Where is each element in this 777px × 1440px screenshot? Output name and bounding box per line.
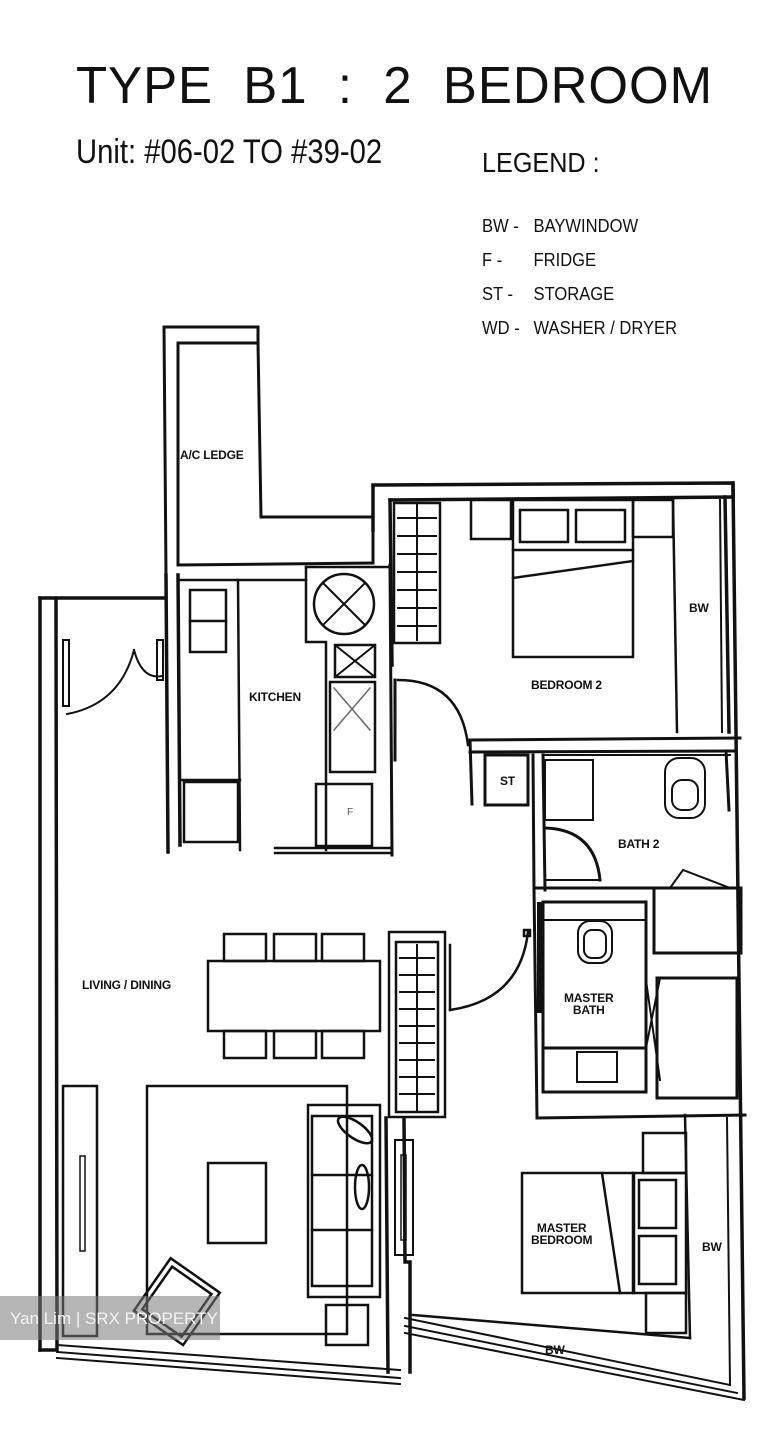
legend-abbr: WD - bbox=[482, 318, 520, 338]
label-ac-ledge: A/C LEDGE bbox=[180, 448, 244, 462]
entrance-door bbox=[62, 639, 164, 716]
living-window-line bbox=[55, 1316, 746, 1402]
plan-title: TYPE B1 : 2 BEDROOM bbox=[76, 57, 714, 115]
label-master-bedroom-line2: BEDROOM bbox=[531, 1233, 593, 1247]
label-bath-2: BATH 2 bbox=[618, 837, 660, 851]
unit-range: Unit: #06-02 TO #39-02 bbox=[76, 133, 383, 171]
label-bedroom-2-bw: BW bbox=[689, 601, 709, 615]
ac-ledge bbox=[162, 325, 375, 577]
label-kitchen: KITCHEN bbox=[249, 690, 301, 704]
legend-abbr: ST - bbox=[482, 284, 513, 304]
label-master-bw-bottom: BW bbox=[545, 1343, 565, 1357]
kitchen bbox=[178, 565, 392, 855]
legend-title: LEGEND : bbox=[482, 147, 600, 178]
legend-meaning: STORAGE bbox=[533, 284, 615, 304]
watermark-text: Yan Lim | SRX PROPERTY bbox=[10, 1309, 218, 1328]
legend-item-f: F - FRIDGE bbox=[482, 250, 596, 271]
legend-item-wd: WD - WASHER / DRYER bbox=[482, 318, 677, 339]
legend-meaning: WASHER / DRYER bbox=[533, 318, 678, 338]
legend-abbr: F - bbox=[482, 250, 503, 270]
kitchen-bedroom-wall bbox=[388, 563, 397, 857]
legend-abbr: BW - bbox=[482, 216, 519, 236]
label-bedroom-2: BEDROOM 2 bbox=[531, 678, 602, 692]
legend-meaning: BAYWINDOW bbox=[533, 216, 639, 236]
label-master-bath-line2: BATH bbox=[572, 1003, 605, 1017]
master-bath-block bbox=[532, 886, 747, 1120]
legend-meaning: FRIDGE bbox=[533, 250, 597, 270]
legend-item-bw: BW - BAYWINDOW bbox=[482, 216, 638, 237]
label-storage: ST bbox=[500, 774, 515, 788]
bedroom-2 bbox=[392, 498, 724, 747]
label-living-dining: LIVING / DINING bbox=[82, 978, 172, 992]
label-master-bath-line1: MASTER bbox=[564, 991, 614, 1005]
dining-set bbox=[206, 932, 382, 1060]
exterior-walls bbox=[38, 481, 746, 1400]
central-wardrobe bbox=[384, 930, 447, 1374]
fridge-mark: F bbox=[347, 807, 353, 818]
label-master-bedroom-line1: MASTER bbox=[536, 1221, 587, 1235]
legend-item-st: ST - STORAGE bbox=[482, 284, 614, 305]
label-master-bw-side: BW bbox=[702, 1240, 722, 1254]
watermark-bar bbox=[0, 1296, 220, 1340]
bath-2-block bbox=[468, 736, 742, 892]
corridor-door bbox=[448, 928, 532, 1012]
master-bedroom bbox=[411, 1113, 732, 1387]
